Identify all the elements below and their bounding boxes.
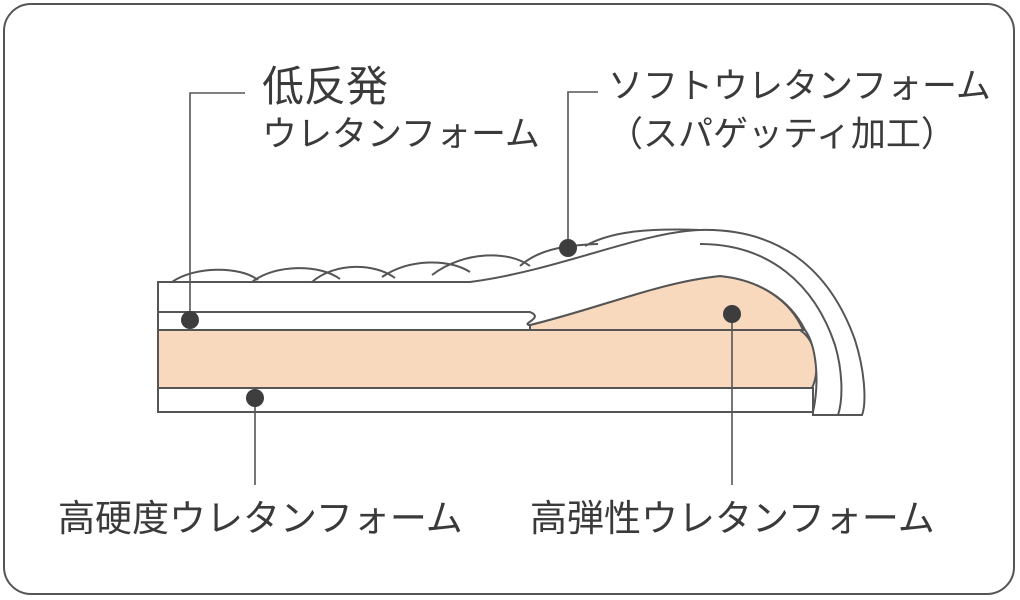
quilted-top-bumps (171, 228, 701, 283)
leader-soft-foam (567, 91, 598, 248)
leader-low-resilience (189, 92, 245, 320)
marker-dot-high-resilience (723, 305, 741, 323)
marker-dot-high-hardness (246, 389, 264, 407)
label-soft-foam-line1: ソフトウレタンフォーム (608, 67, 991, 107)
label-low-resilience-line1: 低反発 (262, 62, 389, 111)
marker-dot-low-resilience (181, 311, 199, 329)
label-soft-foam-line2: （スパゲッティ加工） (608, 115, 956, 155)
soft-foam-inner-line (699, 243, 843, 416)
high-hardness-foam-layer (157, 387, 814, 413)
low-resilience-foam-layer (157, 311, 536, 331)
label-high-hardness: 高硬度ウレタンフォーム (58, 497, 463, 540)
high-resilience-foam-layer (157, 329, 818, 389)
label-high-resilience: 高弾性ウレタンフォーム (530, 497, 935, 540)
label-low-resilience-line2: ウレタンフォーム (262, 115, 540, 155)
marker-dot-soft-foam (559, 239, 577, 257)
